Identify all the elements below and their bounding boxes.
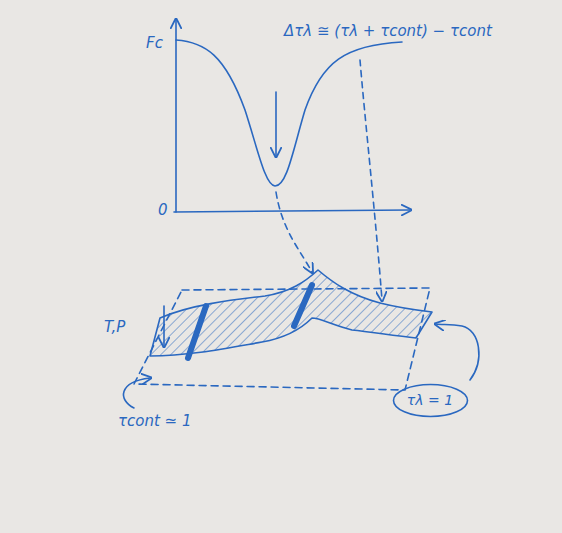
line-profile (176, 40, 402, 186)
x-axis (174, 210, 410, 212)
mapping-arrow (276, 192, 312, 272)
axis-label: 0 (158, 201, 168, 219)
leader-line (123, 378, 150, 408)
axis-label: Fc (146, 34, 163, 52)
emphasis-bar (188, 306, 206, 358)
mapping-arrow (360, 60, 382, 300)
depth-arrow (163, 306, 165, 346)
circled-label: τλ = 1 (392, 383, 469, 418)
node-text: τλ = 1 (407, 392, 453, 409)
leader-line (436, 324, 479, 380)
emphasis-bar (294, 285, 312, 326)
axis-label: T,P (104, 318, 125, 336)
y-axis (175, 20, 177, 212)
surface-label: τcont ≃ 1 (118, 412, 192, 430)
depth-arrow (275, 92, 277, 156)
formula: Δτλ ≅ (τλ + τcont) − τcont (284, 22, 492, 40)
